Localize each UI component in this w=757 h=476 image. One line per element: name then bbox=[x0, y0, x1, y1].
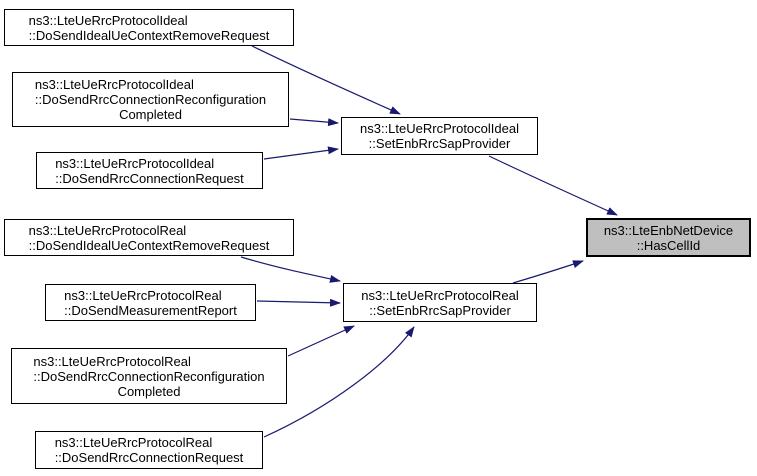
node-label-line: ns3::LteUeRrcProtocolIdeal bbox=[55, 155, 215, 171]
node-label-line: Completed bbox=[119, 107, 182, 122]
node-real-do-send-ideal-ue-context-remove-request[interactable]: ns3::LteUeRrcProtocolReal ::DoSendIdealU… bbox=[4, 219, 294, 256]
node-label: ns3::LteUeRrcProtocolReal ::SetEnbRrcSap… bbox=[361, 288, 519, 318]
node-ideal-set-enb-rrc-sap-provider[interactable]: ns3::LteUeRrcProtocolIdeal ::SetEnbRrcSa… bbox=[341, 117, 538, 155]
node-ideal-do-send-rrc-connection-reconfiguration-completed[interactable]: ns3::LteUeRrcProtocolIdeal ::DoSendRrcCo… bbox=[12, 72, 289, 127]
node-lte-enb-net-device-has-cell-id[interactable]: ns3::LteEnbNetDevice ::HasCellId bbox=[586, 218, 751, 257]
node-label: ns3::LteUeRrcProtocolIdeal ::SetEnbRrcSa… bbox=[360, 121, 519, 151]
edge-real-reconf-to-real-setenb bbox=[287, 325, 355, 357]
node-label-line: ns3::LteUeRrcProtocolIdeal bbox=[28, 12, 188, 28]
node-label: ns3::LteEnbNetDevice ::HasCellId bbox=[604, 223, 733, 253]
edge-ideal-remove-to-ideal-setenb bbox=[251, 45, 401, 115]
node-label-line: ::SetEnbRrcSapProvider bbox=[369, 302, 511, 318]
node-label: ns3::LteUeRrcProtocolReal ::DoSendMeasur… bbox=[64, 288, 237, 318]
node-label-line: ns3::LteUeRrcProtocolIdeal bbox=[360, 121, 519, 136]
node-label: ns3::LteUeRrcProtocolReal ::DoSendRrcCon… bbox=[33, 354, 264, 399]
node-label-line: ::HasCellId bbox=[636, 237, 701, 253]
node-label: ns3::LteUeRrcProtocolIdeal ::DoSendIdeal… bbox=[29, 13, 270, 43]
node-label-line: ::DoSendRrcConnectionReconfiguration bbox=[34, 92, 267, 107]
node-label-line: ns3::LteUeRrcProtocolIdeal bbox=[34, 77, 194, 92]
node-label-line: Completed bbox=[117, 383, 181, 399]
node-label-line: ns3::LteEnbNetDevice bbox=[603, 222, 734, 238]
node-real-do-send-rrc-connection-request[interactable]: ns3::LteUeRrcProtocolReal ::DoSendRrcCon… bbox=[35, 431, 263, 469]
edge-ideal-connreq-to-ideal-setenb bbox=[263, 146, 339, 160]
node-label: ns3::LteUeRrcProtocolIdeal ::DoSendRrcCo… bbox=[55, 156, 244, 186]
node-label: ns3::LteUeRrcProtocolReal ::DoSendRrcCon… bbox=[55, 435, 244, 465]
node-ideal-do-send-rrc-connection-request[interactable]: ns3::LteUeRrcProtocolIdeal ::DoSendRrcCo… bbox=[36, 152, 263, 189]
edge-real-connreq-to-real-setenb bbox=[263, 326, 415, 438]
node-label-line: ::DoSendRrcConnectionReconfiguration bbox=[33, 368, 265, 384]
node-label-line: ::DoSendIdealUeContextRemoveRequest bbox=[28, 237, 270, 253]
node-label-line: ::DoSendMeasurementReport bbox=[64, 302, 237, 318]
edge-ideal-setenb-to-hascellid bbox=[488, 155, 618, 216]
edge-real-measure-to-real-setenb bbox=[256, 298, 341, 307]
node-label-line: ::DoSendRrcConnectionRequest bbox=[55, 170, 244, 186]
node-real-do-send-rrc-connection-reconfiguration-completed[interactable]: ns3::LteUeRrcProtocolReal ::DoSendRrcCon… bbox=[11, 348, 287, 404]
node-label-line: ns3::LteUeRrcProtocolReal bbox=[33, 353, 191, 369]
node-real-do-send-measurement-report[interactable]: ns3::LteUeRrcProtocolReal ::DoSendMeasur… bbox=[45, 284, 256, 321]
node-label: ns3::LteUeRrcProtocolReal ::DoSendIdealU… bbox=[29, 223, 270, 253]
node-label-line: ::SetEnbRrcSapProvider bbox=[368, 136, 511, 151]
edge-ideal-reconf-to-ideal-setenb bbox=[289, 118, 339, 127]
edge-real-setenb-to-hascellid bbox=[512, 260, 584, 284]
node-label-line: ::DoSendRrcConnectionRequest bbox=[54, 450, 244, 465]
node-label-line: ns3::LteUeRrcProtocolReal bbox=[361, 287, 519, 303]
node-label-line: ns3::LteUeRrcProtocolReal bbox=[28, 222, 187, 238]
node-label-line: ns3::LteUeRrcProtocolReal bbox=[54, 435, 213, 450]
node-real-set-enb-rrc-sap-provider[interactable]: ns3::LteUeRrcProtocolReal ::SetEnbRrcSap… bbox=[343, 283, 537, 322]
edge-real-remove-to-real-setenb bbox=[240, 256, 341, 283]
node-ideal-do-send-ideal-ue-context-remove-request[interactable]: ns3::LteUeRrcProtocolIdeal ::DoSendIdeal… bbox=[4, 9, 294, 46]
node-label: ns3::LteUeRrcProtocolIdeal ::DoSendRrcCo… bbox=[35, 77, 266, 122]
node-label-line: ::DoSendIdealUeContextRemoveRequest bbox=[28, 27, 270, 43]
node-label-line: ns3::LteUeRrcProtocolReal bbox=[64, 287, 222, 303]
